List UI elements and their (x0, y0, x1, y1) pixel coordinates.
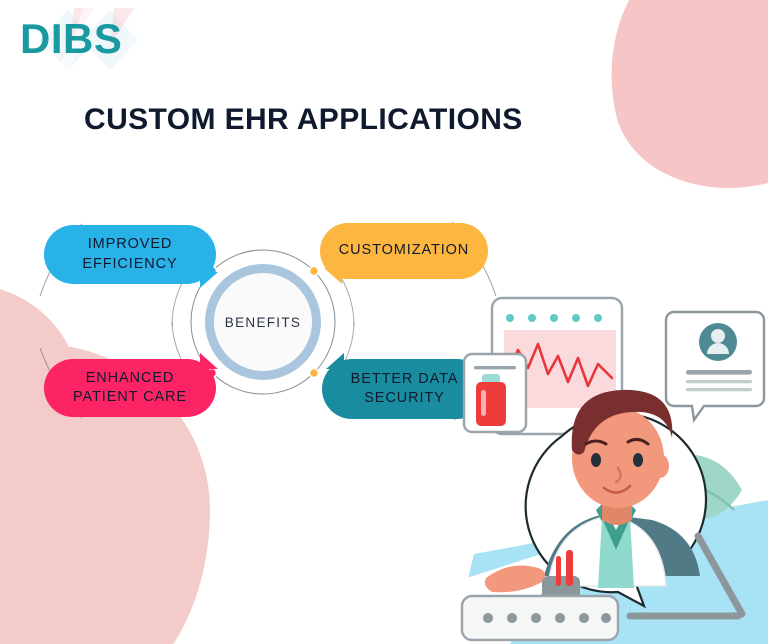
doctor-illustration (442, 286, 768, 644)
logo-text: DIBS (20, 15, 123, 62)
benefit-pill-better-data-security[interactable]: BETTER DATA SECURITY (322, 359, 487, 419)
benefit-label-line1: ENHANCED (85, 369, 175, 386)
diagram-center-label: BENEFITS (224, 314, 302, 330)
logo-mark-icon (40, 8, 138, 72)
pill-strip-icon (460, 594, 620, 642)
benefit-label-line2: SECURITY (364, 390, 445, 406)
medicine-bottle-card-icon (462, 352, 528, 434)
benefit-label-line1: IMPROVED (87, 236, 173, 253)
benefit-pill-customization[interactable]: CUSTOMIZATION (320, 223, 488, 279)
brand-logo: DIBS (10, 6, 185, 76)
patient-profile-card-icon (664, 310, 766, 424)
benefit-label-improved-efficiency: IMPROVED EFFICIENCY (68, 235, 191, 273)
benefit-label-line1: BETTER DATA (350, 370, 459, 387)
benefit-label-enhanced-patient-care: ENHANCED PATIENT CARE (59, 369, 201, 407)
benefit-label-better-data-security: BETTER DATA SECURITY (337, 370, 473, 408)
benefit-pill-improved-efficiency[interactable]: IMPROVED EFFICIENCY (44, 225, 216, 284)
benefit-label-line2: PATIENT CARE (73, 389, 187, 405)
doctor-illustration-svg (442, 296, 768, 644)
doctor-figure-icon (484, 389, 700, 617)
laptop-icon (626, 532, 746, 620)
diagram-center-hub: BENEFITS (205, 264, 321, 380)
benefits-diagram: IMPROVED EFFICIENCY CUSTOMIZATION ENHANC… (22, 196, 522, 451)
benefit-label-line2: EFFICIENCY (82, 255, 178, 272)
benefit-label-customization: CUSTOMIZATION (338, 242, 470, 259)
decor-blob-top-right (584, 0, 768, 212)
connector-dot-better-data-security (308, 367, 320, 379)
connector-dot-customization (308, 265, 320, 277)
doctor-hand-icon (484, 565, 546, 593)
benefit-pill-enhanced-patient-care[interactable]: ENHANCED PATIENT CARE (44, 359, 216, 417)
decor-blob-top-right-secondary (648, 60, 768, 180)
page-title: CUSTOM EHR APPLICATIONS (84, 103, 523, 136)
